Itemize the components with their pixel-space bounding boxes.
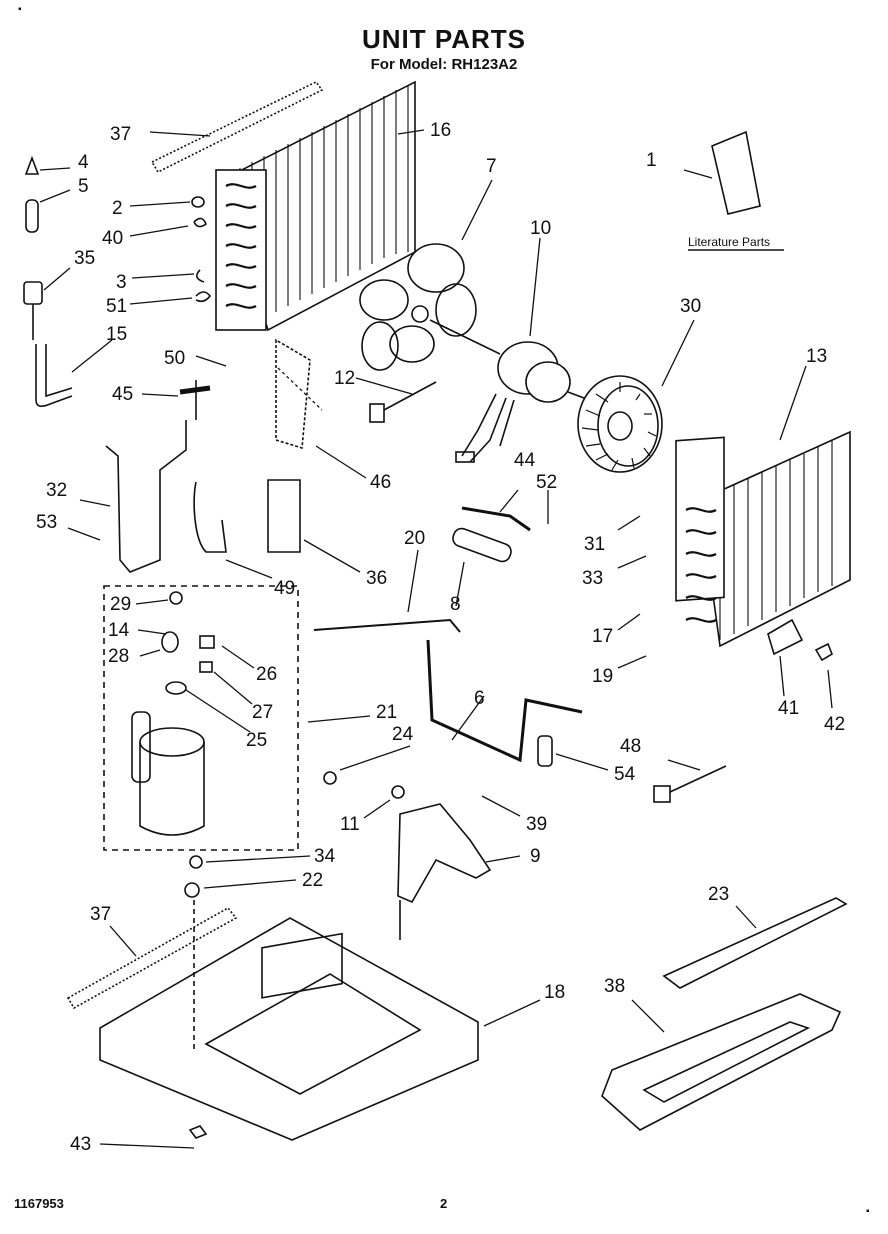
corner-mark: ▪ [18,4,22,15]
callout-35: 35 [74,248,95,269]
callout-27: 27 [252,702,273,723]
callout-44: 44 [514,450,536,471]
callout-8: 8 [450,594,461,615]
callout-7: 7 [486,156,497,177]
callout-46: 46 [370,472,391,493]
tube-fittings [23,155,73,408]
callout-9: 9 [530,846,541,867]
callout-11: 11 [340,814,360,835]
front-panels [601,897,848,1131]
callout-labels: 1 2 3 4 5 6 7 8 9 10 11 12 13 14 15 16 1… [36,120,845,1155]
condenser-coil [215,80,416,332]
literature-sheet [688,130,784,251]
callout-15: 15 [106,324,127,345]
callout-28: 28 [108,646,129,667]
callout-21: 21 [376,702,397,723]
callout-51: 51 [106,296,127,317]
callout-29: 29 [110,594,131,615]
literature-parts-label: Literature Parts [688,235,770,249]
callout-10: 10 [530,218,551,239]
callout-14: 14 [108,620,130,641]
callout-30: 30 [680,296,701,317]
callout-18: 18 [544,982,565,1003]
callout-1: 1 [646,150,657,171]
refrigerant-tubing [105,338,727,803]
base-pan [99,900,479,1141]
callout-41: 41 [778,698,799,719]
leader-lines [39,129,833,1149]
callout-2: 2 [112,198,123,219]
callout-33: 33 [582,568,603,589]
callout-22: 22 [302,870,323,891]
part-41 [767,618,804,656]
fan-motor [429,319,585,463]
callout-37-bottom: 37 [90,904,111,925]
evaporator-coil [675,430,851,648]
clips [191,196,212,303]
callout-17: 17 [592,626,613,647]
part-number: 1167953 [14,1196,64,1211]
callout-25: 25 [246,730,267,751]
seal-strip-bottom [66,906,238,1010]
compressor-bracket [397,803,492,904]
callout-4: 4 [78,152,89,173]
compressor-assembly [103,585,405,898]
callout-50: 50 [164,348,185,369]
callout-16: 16 [430,120,451,141]
seal-strip-top [150,80,324,174]
callout-32: 32 [46,480,67,501]
page-number: 2 [440,1196,448,1211]
callout-52: 52 [536,472,557,493]
callout-39: 39 [526,814,547,835]
callout-48: 48 [620,736,641,757]
callout-26: 26 [256,664,277,685]
callout-34: 34 [314,846,336,867]
callout-31: 31 [584,534,605,555]
callout-54: 54 [614,764,636,785]
blower-wheel [577,375,663,473]
callout-53: 53 [36,512,57,533]
corner-mark-bottom: ▪ [866,1206,870,1217]
callout-42: 42 [824,714,845,735]
callout-38: 38 [604,976,625,997]
callout-12: 12 [334,368,355,389]
callout-43: 43 [70,1134,91,1155]
page-title: UNIT PARTS [361,24,527,54]
callout-3: 3 [116,272,127,293]
callout-23: 23 [708,884,729,905]
callout-24: 24 [392,724,414,745]
callout-20: 20 [404,528,425,549]
model-subtitle: For Model: RH123A2 [370,56,518,73]
callout-36: 36 [366,568,387,589]
callout-19: 19 [592,666,613,687]
callout-5: 5 [78,176,89,197]
callout-45: 45 [112,384,133,405]
callout-49: 49 [274,578,295,599]
callout-6: 6 [474,688,485,709]
callout-37-top: 37 [110,124,131,145]
callout-40: 40 [102,228,123,249]
callout-13: 13 [806,346,827,367]
part-42 [814,642,833,662]
fan-blade [359,243,477,371]
